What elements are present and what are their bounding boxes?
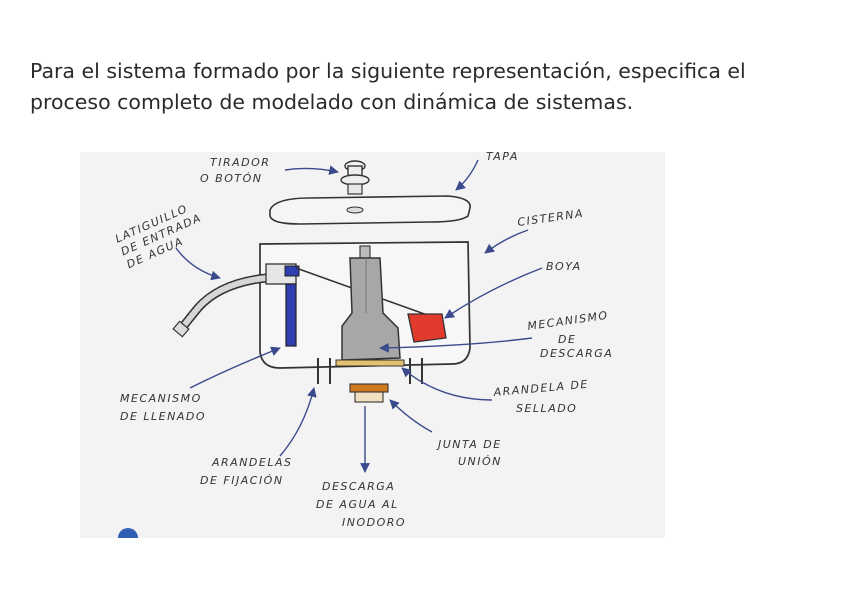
union-joint [349,383,389,403]
label-descarga-agua-3: INODORO [342,516,406,529]
label-arandelas-fijacion-1: ARANDELAS [211,456,292,469]
tank-lid [269,195,471,225]
label-arandela-sellado-2: SELLADO [516,402,577,415]
question-line-2: proceso completo de modelado con dinámic… [30,90,634,114]
fixing-bolts [317,358,423,384]
question-paragraph: Para el sistema formado por la siguiente… [30,56,830,118]
toilet-tank-diagram: TIRADOR O BOTÓN TAPA LATIGUILLO DE ENTRA… [80,138,670,538]
diagram-svg: TIRADOR O BOTÓN TAPA LATIGUILLO DE ENTRA… [80,150,665,538]
question-line-1: Para el sistema formado por la siguiente… [30,59,746,83]
label-mecanismo-llenado-1: MECANISMO [120,392,202,405]
label-mecanismo-descarga-2: DE [558,333,576,346]
label-descarga-agua-2: DE AGUA AL [316,498,399,511]
label-tapa: TAPA [486,150,519,163]
push-button [340,160,370,195]
float-buoy [407,313,447,343]
label-tirador-2: O BOTÓN [200,172,262,185]
label-descarga-agua-1: DESCARGA [322,480,395,493]
label-mecanismo-llenado-2: DE LLENADO [120,410,206,423]
label-junta-union-1: JUNTA DE [436,438,502,451]
corner-badge [118,528,138,538]
label-mecanismo-descarga-3: DESCARGA [540,347,613,360]
label-boya: BOYA [546,260,582,273]
pointer-arrows [175,159,543,473]
seal-washer [335,359,405,367]
label-arandelas-fijacion-2: DE FIJACIÓN [200,474,284,487]
label-junta-union-2: UNIÓN [458,455,502,468]
lid-hole [346,206,364,214]
inlet-hose [172,273,271,338]
flush-valve [341,245,401,361]
label-tirador-1: TIRADOR [210,156,270,169]
